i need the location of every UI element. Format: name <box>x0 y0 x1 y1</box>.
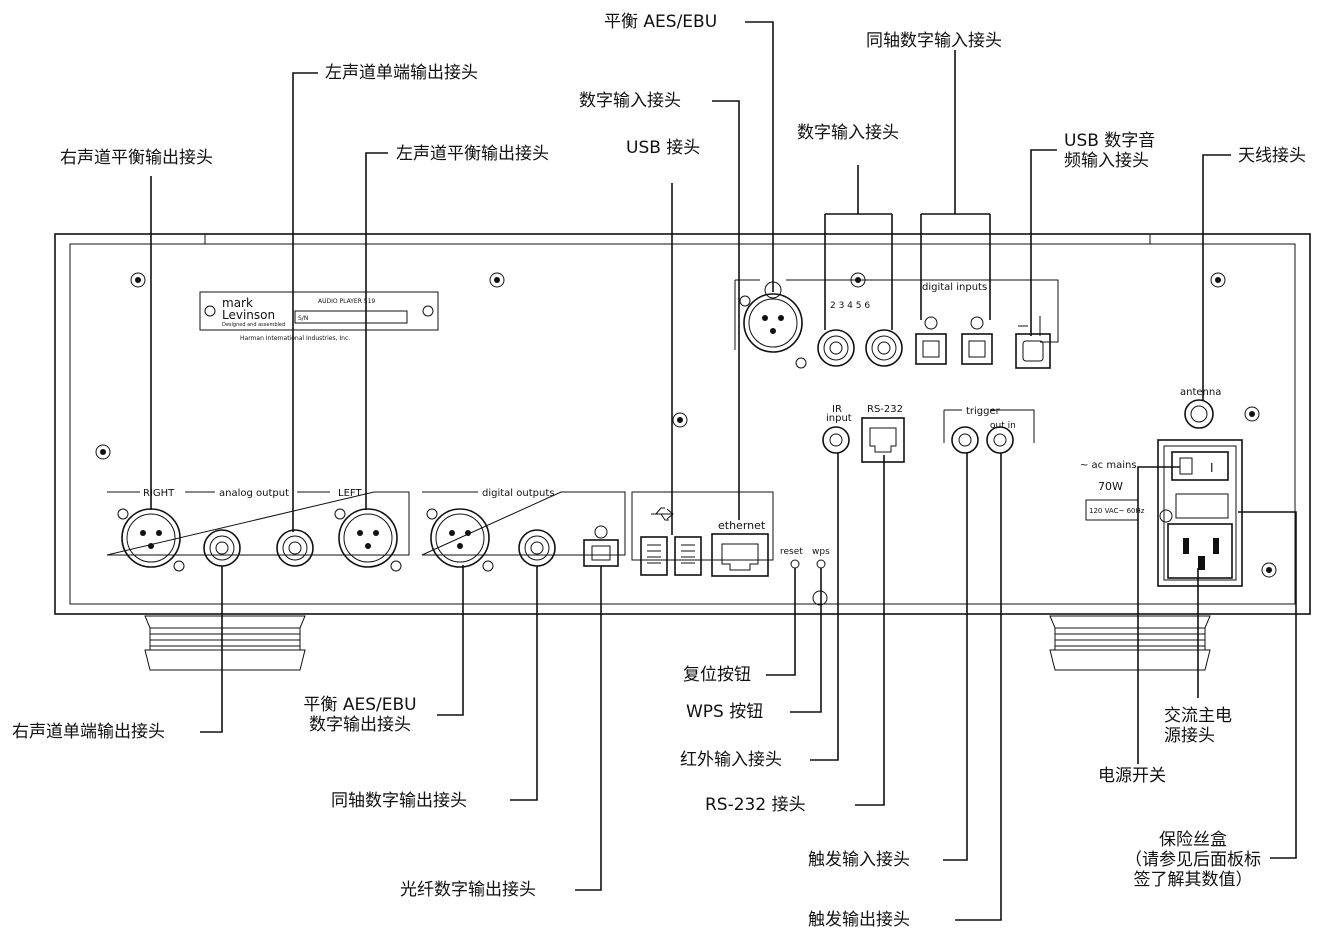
wps-button <box>816 559 826 569</box>
power-switch <box>1171 451 1229 481</box>
model-text: AUDIO PLAYER 519 <box>318 298 375 305</box>
digital-inputs-group: digital inputs 2 3 4 5 6 <box>734 279 1059 369</box>
designed-text: Designed and assembled <box>222 322 285 328</box>
callout-right-balanced-out: 右声道平衡输出接头 <box>60 148 213 168</box>
label-ir: IR <box>832 404 842 415</box>
usb-port-1 <box>640 536 668 576</box>
iec-inlet <box>1167 523 1233 579</box>
reset-button <box>790 559 800 569</box>
callout-aes-input: 平衡 AES/EBU <box>604 12 718 32</box>
left-xlr-output <box>334 508 402 572</box>
nameplate: mark Levinson Designed and assembled AUD… <box>199 291 439 342</box>
optical-input-2 <box>961 316 993 365</box>
callout-reset-button: 复位按钮 <box>683 665 751 685</box>
label-voltage: 120 VAC~ 60Hz <box>1089 507 1145 515</box>
aes-xlr-output <box>426 508 494 572</box>
trigger-in-jack <box>951 426 979 454</box>
callout-ir-input: 红外输入接头 <box>680 750 782 770</box>
callout-usb-connector: USB 接头 <box>626 138 701 158</box>
serial-label: S/N <box>298 315 308 322</box>
callout-wps-button: WPS 按钮 <box>686 702 764 722</box>
coax-rca-output <box>518 529 556 567</box>
label-out-in: out in <box>990 421 1016 431</box>
trigger-group: trigger out in <box>943 406 1035 454</box>
left-rca-output <box>276 529 314 567</box>
callout-trigger-in: 触发输入接头 <box>808 850 910 870</box>
label-input-numbers: 2 3 4 5 6 <box>830 301 870 311</box>
usb-audio-input <box>1015 316 1051 369</box>
optical-input-1 <box>915 316 947 365</box>
callout-left-balanced-out: 左声道平衡输出接头 <box>396 144 549 164</box>
label-input: input <box>826 413 852 424</box>
label-reset: reset <box>780 547 803 557</box>
callout-coax-digital-in: 同轴数字输入接头 <box>866 31 1002 51</box>
chassis <box>54 233 1311 615</box>
right-foot <box>1049 615 1211 671</box>
label-analog-output: analog output <box>219 488 289 499</box>
power-section: antenna I ~ ac mains 70W 120 VAC~ 60Hz <box>1080 387 1243 587</box>
callout-power-switch: 电源开关 <box>1098 766 1166 786</box>
maker-text: Harman International Industries, Inc. <box>240 335 350 342</box>
right-xlr-output <box>117 508 185 572</box>
callout-optical-digital-out: 光纤数字输出接头 <box>400 880 536 900</box>
coax-input-2 <box>865 329 903 367</box>
ethernet-port <box>711 533 769 577</box>
usb-ethernet-group: ethernet reset wps <box>631 491 830 577</box>
rs232-port <box>861 417 905 463</box>
fuse-holder <box>1175 493 1229 519</box>
leader-lines <box>150 21 1297 921</box>
ir-input-jack <box>822 426 850 454</box>
callout-usb-audio-in: USB 数字音 频输入接头 <box>1064 131 1156 171</box>
label-digital-outputs: digital outputs <box>482 488 554 499</box>
callout-right-single-out: 右声道单端输出接头 <box>12 722 165 742</box>
label-wps: wps <box>812 547 830 557</box>
label-rs232: RS-232 <box>867 404 903 415</box>
callout-digital-in-connector: 数字输入接头 <box>579 91 681 111</box>
callout-ac-mains: 交流主电 源接头 <box>1164 706 1232 746</box>
right-rca-output <box>203 529 241 567</box>
brand-line1: mark <box>222 296 253 310</box>
label-right: RIGHT <box>143 488 175 499</box>
coax-input-1 <box>817 329 855 367</box>
callout-trigger-out: 触发输出接头 <box>808 910 910 930</box>
optical-output <box>583 525 619 567</box>
analog-output-group: RIGHT analog output LEFT <box>106 488 410 572</box>
label-ac-mains: ~ ac mains <box>1080 460 1137 471</box>
switch-i-label: I <box>1210 461 1214 475</box>
callout-rs232: RS-232 接头 <box>705 795 806 815</box>
aes-xlr-input <box>739 281 807 369</box>
antenna-jack <box>1184 399 1214 429</box>
label-left: LEFT <box>338 488 362 499</box>
callout-coax-digital-out: 同轴数字输出接头 <box>331 791 467 811</box>
label-trigger: trigger <box>966 406 1001 417</box>
label-power: 70W <box>1098 480 1123 493</box>
brand-line2: Levinson <box>222 308 275 322</box>
label-ethernet: ethernet <box>718 519 766 532</box>
usb-port-2 <box>674 536 702 576</box>
callout-antenna: 天线接头 <box>1238 146 1306 166</box>
trigger-out-jack <box>986 426 1014 454</box>
usb-symbol-icon <box>651 507 674 521</box>
label-antenna: antenna <box>1180 387 1221 398</box>
digital-outputs-group: digital outputs <box>421 488 626 572</box>
label-digital-inputs: digital inputs <box>922 282 987 293</box>
callout-fuse-box: 保险丝盒 （请参见后面板标 签了解其数值） <box>1125 830 1261 890</box>
callout-aes-digital-out: 平衡 AES/EBU 数字输出接头 <box>303 695 417 735</box>
ir-rs232-group: IR input RS-232 <box>822 404 905 463</box>
callout-digital-in-group: 数字输入接头 <box>797 123 899 143</box>
callout-left-single-out: 左声道单端输出接头 <box>325 63 478 83</box>
left-foot <box>144 615 306 671</box>
